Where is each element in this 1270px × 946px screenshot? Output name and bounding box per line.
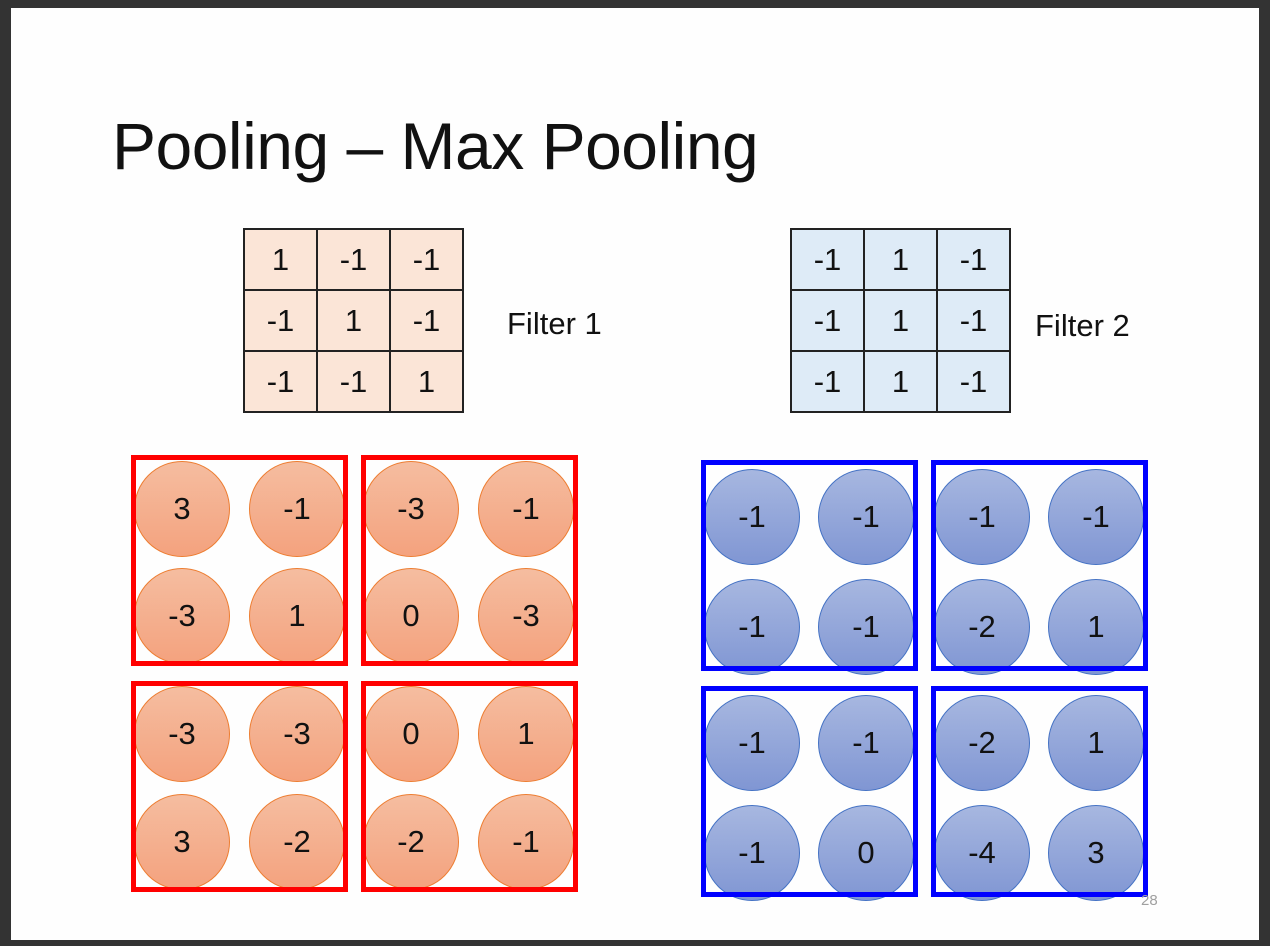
filter2-cell: 1 bbox=[863, 289, 938, 352]
max-pool-window bbox=[701, 460, 918, 671]
filter2-cell: -1 bbox=[936, 289, 1011, 352]
max-pool-window bbox=[701, 686, 918, 897]
feature-value: -3 bbox=[249, 686, 345, 782]
filter2-cell: 1 bbox=[863, 350, 938, 413]
feature-value: 3 bbox=[134, 461, 230, 557]
filter2-cell: 1 bbox=[863, 228, 938, 291]
filter1-cell: 1 bbox=[389, 350, 464, 413]
feature-value: 0 bbox=[818, 805, 914, 901]
max-pool-window bbox=[131, 681, 348, 892]
feature-value: 3 bbox=[1048, 805, 1144, 901]
filter1-cell: -1 bbox=[243, 289, 318, 352]
filter1-cell: -1 bbox=[316, 228, 391, 291]
filter-1-label: Filter 1 bbox=[507, 306, 602, 341]
filter1-cell: -1 bbox=[389, 228, 464, 291]
feature-value: -2 bbox=[249, 794, 345, 890]
feature-value: -1 bbox=[818, 469, 914, 565]
feature-value: 1 bbox=[1048, 579, 1144, 675]
filter1-cell: -1 bbox=[316, 350, 391, 413]
feature-value: -3 bbox=[134, 686, 230, 782]
feature-value: -1 bbox=[249, 461, 345, 557]
feature-value: -1 bbox=[704, 805, 800, 901]
feature-value: 0 bbox=[363, 686, 459, 782]
feature-value: -1 bbox=[704, 579, 800, 675]
max-pool-window bbox=[131, 455, 348, 666]
max-pool-window bbox=[931, 686, 1148, 897]
page-number: 28 bbox=[1141, 892, 1158, 909]
feature-value: -1 bbox=[478, 794, 574, 890]
filter1-cell: -1 bbox=[243, 350, 318, 413]
max-pool-window bbox=[361, 681, 578, 892]
filter2-cell: -1 bbox=[790, 228, 865, 291]
filter2-cell: -1 bbox=[936, 228, 1011, 291]
filter1-cell: 1 bbox=[316, 289, 391, 352]
feature-value: -1 bbox=[704, 695, 800, 791]
feature-value: 1 bbox=[249, 568, 345, 664]
max-pool-window bbox=[361, 455, 578, 666]
feature-value: -1 bbox=[478, 461, 574, 557]
feature-value: -1 bbox=[934, 469, 1030, 565]
filter1-cell: 1 bbox=[243, 228, 318, 291]
filter2-cell: -1 bbox=[936, 350, 1011, 413]
feature-value: -1 bbox=[1048, 469, 1144, 565]
max-pool-window bbox=[931, 460, 1148, 671]
filter2-cell: -1 bbox=[790, 289, 865, 352]
filter-2-label: Filter 2 bbox=[1035, 308, 1130, 343]
feature-value: -1 bbox=[704, 469, 800, 565]
feature-value: -1 bbox=[818, 579, 914, 675]
slide-title: Pooling – Max Pooling bbox=[112, 109, 759, 183]
feature-value: -3 bbox=[478, 568, 574, 664]
filter1-cell: -1 bbox=[389, 289, 464, 352]
filter2-cell: -1 bbox=[790, 350, 865, 413]
feature-value: -2 bbox=[934, 695, 1030, 791]
feature-value: -1 bbox=[818, 695, 914, 791]
